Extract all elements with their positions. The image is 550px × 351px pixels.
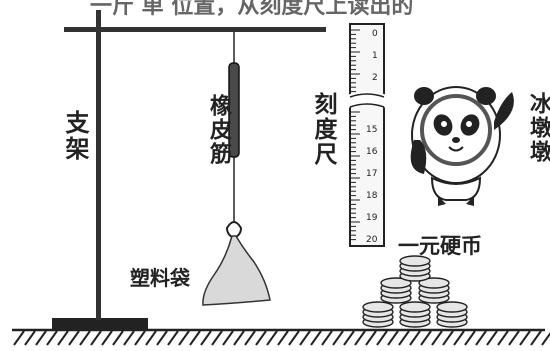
- ruler-tick-label: 20: [366, 235, 378, 245]
- ruler-tick-label: 1: [372, 51, 378, 61]
- coin-pyramid: [362, 255, 468, 328]
- stand-base: [52, 318, 148, 330]
- ruler-label: 刻度尺: [310, 92, 336, 167]
- coin: [436, 301, 468, 313]
- stand: [52, 10, 326, 330]
- mascot: [410, 86, 514, 206]
- ruler-tick-label: 17: [366, 169, 377, 179]
- rubber-band-label: 橡皮筋: [206, 94, 231, 166]
- coin: [399, 255, 431, 267]
- mascot-label: 冰墩墩: [526, 92, 550, 164]
- ruler-tick-label: 19: [366, 213, 378, 223]
- coin: [399, 301, 431, 313]
- rubber-band-assembly: [225, 32, 243, 240]
- stand-pole: [96, 10, 101, 320]
- cut-off-caption: 一斤 单 位置，从刻度尺上读出的: [90, 0, 414, 19]
- coin: [418, 277, 450, 289]
- coin: [362, 301, 394, 313]
- ruler: 0 1 2 15 16 17 18 19 20: [345, 23, 389, 247]
- ruler-tick-label: 18: [366, 191, 378, 201]
- ruler-tick-label: 0: [372, 29, 378, 39]
- ground: [12, 328, 550, 346]
- coin: [380, 277, 412, 289]
- hook-knot: [225, 221, 243, 240]
- plastic-bag: [202, 235, 271, 306]
- ruler-tick-label: 2: [372, 73, 378, 83]
- stand-arm: [64, 27, 326, 32]
- plastic-bag-label: 塑料袋: [130, 266, 190, 290]
- coins-label: 一元硬币: [398, 234, 482, 258]
- ruler-tick-label: 15: [366, 125, 377, 135]
- ruler-tick-label: 16: [366, 147, 378, 157]
- stand-label: 支架: [61, 110, 89, 162]
